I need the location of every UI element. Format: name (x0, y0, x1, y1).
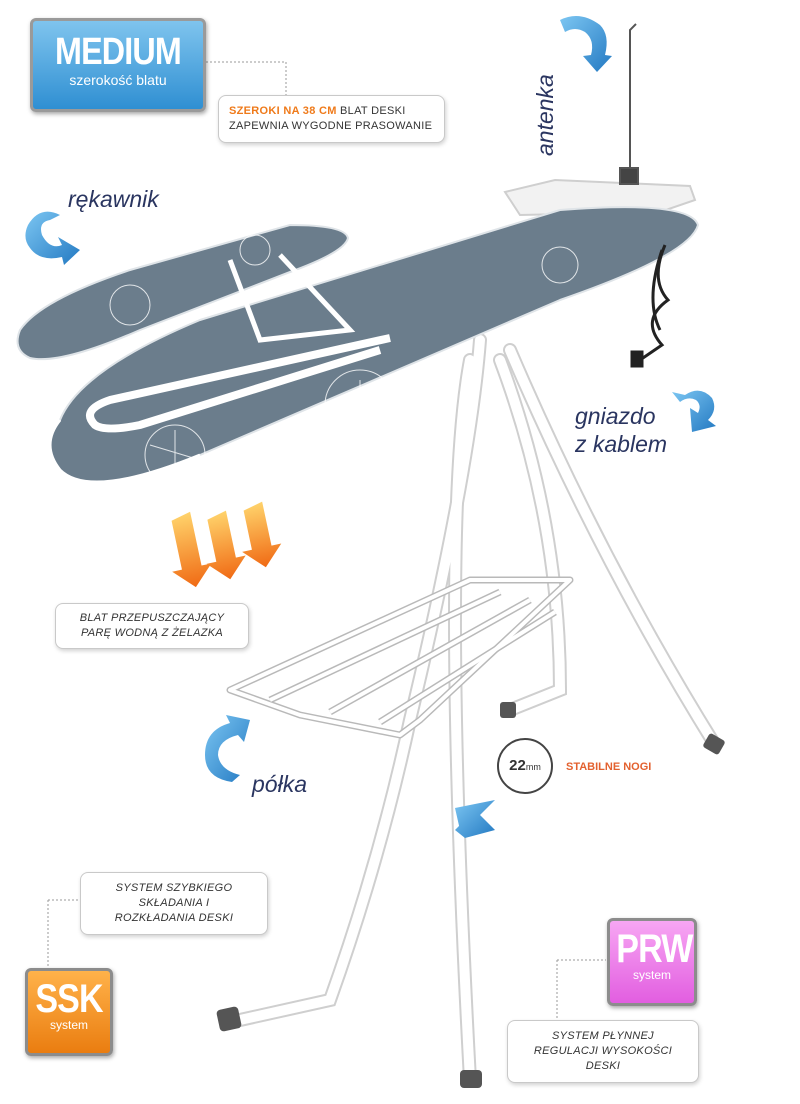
callout-line: BLAT PRZEPUSZCZAJĄCY (79, 612, 225, 624)
leg-feet (216, 702, 725, 1088)
prw-badge: PRW system (607, 918, 697, 1006)
callout-line: REGULACJI WYSOKOŚCI (533, 1045, 673, 1057)
gauge-unit: mm (525, 762, 541, 772)
width-highlight: SZEROKI NA 38 CM (229, 105, 337, 117)
board-frame (233, 333, 722, 1087)
power-cord (630, 244, 671, 368)
rekawnik-label: rękawnik (68, 186, 159, 212)
antenka-arrow-icon (560, 16, 612, 72)
ssk-badge: SSK system (25, 968, 113, 1056)
ssk-callout: SYSTEM SZYBKIEGO SKŁADANIA I ROZKŁADANIA… (80, 872, 268, 935)
gauge-value: 22 (509, 757, 526, 774)
steam-arrows (171, 501, 282, 588)
width-callout: SZEROKI NA 38 CM BLAT DESKI ZAPEWNIA WYG… (218, 95, 445, 143)
badge-title: MEDIUM (55, 31, 182, 73)
medium-badge: MEDIUM szerokość blatu (30, 18, 206, 112)
callout-line: PARĘ WODNĄ Z ŻELAZKA (80, 627, 224, 639)
gniazdo-label: gniazdo z kablem (575, 402, 667, 458)
connector-lines (47, 61, 606, 1020)
polka-arrow-icon (205, 715, 250, 782)
callout-line: ROZKŁADANIA DESKI (114, 912, 234, 924)
gniazdo-line: gniazdo (575, 403, 656, 429)
callout-line: SYSTEM PŁYNNEJ (551, 1030, 654, 1042)
sleeve-holder (86, 334, 391, 433)
gniazdo-line: z kablem (575, 431, 668, 457)
antenka-label: antenka (532, 74, 558, 156)
badge-subtitle: system (49, 1018, 88, 1032)
stable-legs-label: STABILNE NOGI (566, 761, 652, 773)
callout-line: DESKI (585, 1060, 621, 1072)
pointer-arrows (25, 16, 716, 838)
sleeve-board (16, 223, 356, 361)
callout-line: SKŁADANIA I (138, 897, 210, 909)
iron-rest (503, 178, 697, 217)
legs-arrow-icon (455, 800, 495, 838)
steam-callout: BLAT PRZEPUSZCZAJĄCY PARĘ WODNĄ Z ŻELAZK… (55, 603, 249, 649)
prw-callout: SYSTEM PŁYNNEJ REGULACJI WYSOKOŚCI DESKI (507, 1020, 699, 1083)
gniazdo-arrow-icon (672, 390, 716, 432)
badge-subtitle: system (632, 968, 671, 982)
badge-subtitle: szerokość blatu (69, 72, 167, 88)
badge-title: SSK (35, 977, 103, 1021)
leg-diameter-gauge: 22mm (497, 738, 553, 794)
badge-title: PRW (616, 927, 693, 971)
width-text: BLAT DESKI ZAPEWNIA WYGODNE PRASOWANIE (229, 105, 433, 132)
callout-line: SYSTEM SZYBKIEGO (115, 882, 233, 894)
antenna (619, 23, 639, 185)
rekawnik-arrow-icon (25, 211, 80, 265)
polka-label: półka (252, 771, 307, 797)
